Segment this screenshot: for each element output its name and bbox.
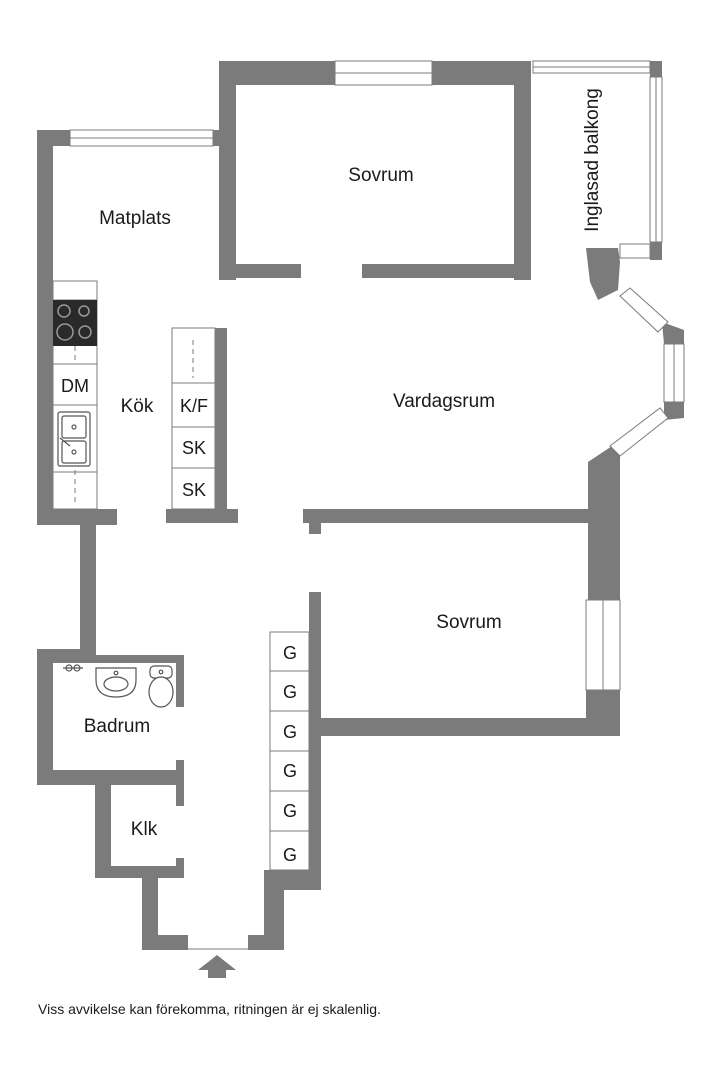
window xyxy=(619,287,669,333)
window xyxy=(609,407,669,457)
stove-icon xyxy=(53,300,97,346)
toilet-icon xyxy=(148,665,174,708)
wall xyxy=(248,870,321,950)
disclaimer-text: Viss avvikelse kan förekomma, ritningen … xyxy=(38,1001,381,1017)
faucet-icon xyxy=(63,664,83,672)
wall xyxy=(37,130,53,525)
kitchen-island xyxy=(171,327,216,510)
wall xyxy=(650,61,662,77)
wall xyxy=(664,402,684,420)
wall xyxy=(514,61,531,280)
room-label-klk: Klk xyxy=(131,819,158,840)
wall xyxy=(303,509,620,523)
closet-label: G xyxy=(283,801,297,821)
room-label-matplats: Matplats xyxy=(99,208,171,229)
room-label-kok: Kök xyxy=(121,396,154,417)
closet-label: G xyxy=(283,643,297,663)
windows xyxy=(69,60,685,691)
wall xyxy=(166,509,238,523)
closet-label: G xyxy=(283,722,297,742)
wall xyxy=(95,866,184,878)
wall xyxy=(95,770,111,878)
wall xyxy=(309,592,321,890)
sink-icon xyxy=(57,411,91,467)
wall xyxy=(37,509,117,525)
room-label-balkong: Inglasad balkong xyxy=(582,88,603,232)
wall xyxy=(650,242,662,260)
appliance-label-kf: K/F xyxy=(180,396,208,416)
wall xyxy=(176,760,184,806)
wall xyxy=(309,509,321,534)
walls xyxy=(37,61,684,950)
sink-icon xyxy=(95,667,137,698)
wall xyxy=(586,248,620,300)
wall xyxy=(219,61,335,85)
appliance-label-sk: SK xyxy=(182,480,206,500)
appliance-label-sk: SK xyxy=(182,438,206,458)
room-label-dm: DM xyxy=(61,376,89,396)
wall xyxy=(219,61,236,280)
room-label-badrum: Badrum xyxy=(84,716,151,737)
closet-label: G xyxy=(283,682,297,702)
closet-label: G xyxy=(283,845,297,865)
room-label-sovrum-right: Sovrum xyxy=(436,612,501,633)
window xyxy=(619,243,651,259)
wall xyxy=(215,328,227,523)
wall xyxy=(142,878,188,950)
wall xyxy=(80,509,96,649)
wall xyxy=(37,130,70,146)
wall xyxy=(309,718,620,736)
wall xyxy=(37,649,53,785)
up-arrow-icon xyxy=(198,955,236,978)
wall xyxy=(362,264,531,278)
closet-column xyxy=(269,631,310,871)
wall xyxy=(662,322,684,344)
closet-label: G xyxy=(283,761,297,781)
room-label-vardagsrum: Vardagsrum xyxy=(393,391,495,412)
wall xyxy=(176,858,184,878)
wall xyxy=(176,655,184,707)
wall xyxy=(80,655,184,663)
room-label-sovrum-top: Sovrum xyxy=(348,165,413,186)
wall xyxy=(219,264,301,278)
